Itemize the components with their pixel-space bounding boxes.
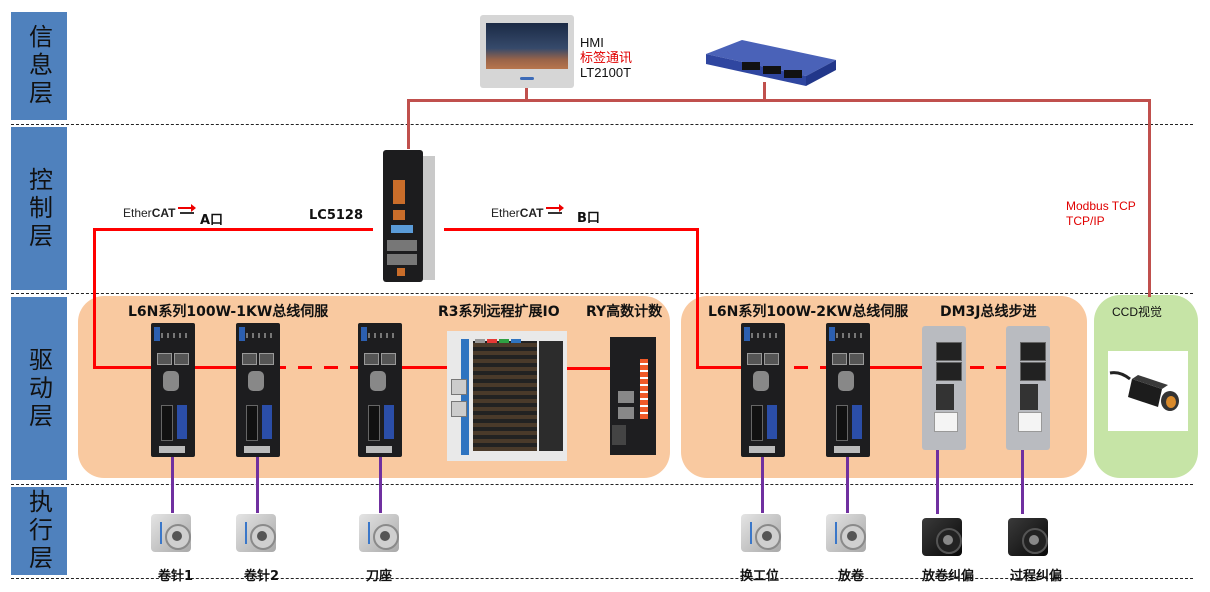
ethernet-bus-line: [407, 99, 1151, 102]
ethercat-arrows-icon: [176, 204, 198, 216]
ethercat-link-servo3-io: [390, 366, 462, 369]
ethercat-b-line-vertical: [696, 228, 699, 368]
port-a-label: A口: [200, 213, 224, 228]
protocol-line1: Modbus TCP: [1066, 199, 1136, 213]
servo-drive: [151, 323, 195, 457]
protocol-label: Modbus TCP TCP/IP: [1066, 199, 1136, 229]
layer-label-text: 控制层: [24, 166, 53, 251]
motor-label: 卷针1: [158, 569, 194, 584]
ethercat-a-line-to-servo1: [93, 366, 163, 369]
counter-module: [610, 337, 656, 455]
layer-label-drive: 驱动层: [11, 297, 67, 480]
ethercat-link-servo5-stepper1: [858, 366, 940, 369]
layer-divider: [11, 124, 1193, 125]
layer-label-info: 信息层: [11, 12, 67, 120]
hmi-model: LT2100T: [580, 65, 632, 80]
remote-io-title: R3系列远程扩展IO: [438, 304, 560, 320]
layer-divider: [11, 293, 1193, 294]
motor-label: 刀座: [366, 569, 393, 584]
ethercat-link-dashed: [272, 366, 372, 369]
motor-cable: [171, 457, 174, 513]
motor-label: 放卷: [838, 569, 865, 584]
motor-label: 放卷纠偏: [922, 569, 975, 584]
servo-motor-icon: [737, 508, 787, 556]
servo-drive: [236, 323, 280, 457]
layer-label-control: 控制层: [11, 127, 67, 290]
servo-motor-icon: [355, 508, 405, 556]
ethercat-prefix: Ether: [491, 206, 520, 220]
counter-title: RY高数计数: [586, 304, 663, 320]
stepper-drive: [922, 326, 966, 450]
ethercat-link-servo1-servo2: [180, 366, 252, 369]
motor-cable: [936, 450, 939, 514]
motor-cable: [761, 457, 764, 513]
ethercat-bold: CAT: [519, 206, 544, 220]
controller-label: LC5128: [309, 208, 364, 223]
layer-label-execute: 执行层: [11, 487, 67, 575]
ethernet-controller-drop: [407, 99, 410, 149]
ethercat-b-line-to-servo4: [696, 366, 754, 369]
motor-cable: [1021, 450, 1024, 514]
servo-motor-icon: [822, 508, 872, 556]
hmi-line2: 标签通讯: [580, 50, 633, 65]
motor-label: 换工位: [740, 569, 780, 584]
layer-divider: [11, 484, 1193, 485]
protocol-line2: TCP/IP: [1066, 214, 1105, 228]
ethercat-prefix: Ether: [123, 206, 152, 220]
ethercat-link-dashed: [768, 366, 838, 369]
stepper-motor-icon: [918, 512, 968, 560]
layer-label-text: 信息层: [24, 24, 53, 108]
ethercat-logo-a: EtherCAT: [123, 204, 198, 220]
stepper-drive: [1006, 326, 1050, 450]
servo-motor-icon: [232, 508, 282, 556]
vision-title: CCD视觉: [1112, 305, 1162, 319]
port-b-label: B口: [577, 211, 600, 226]
ethercat-arrows-icon: [544, 204, 566, 216]
layer-label-text: 驱动层: [24, 346, 53, 431]
servo-drive: [741, 323, 785, 457]
servo-group-b-title: L6N系列100W-2KW总线伺服: [708, 304, 909, 320]
ccd-camera-icon: [1108, 351, 1188, 431]
network-switch-icon: [706, 40, 836, 86]
controller-lc5128: [383, 150, 435, 282]
ethernet-vision-drop: [1148, 99, 1151, 297]
ethercat-link-dashed: [944, 366, 1024, 369]
stepper-motor-icon: [1004, 512, 1054, 560]
stepper-group-title: DM3J总线步进: [940, 304, 1037, 320]
layer-divider: [11, 578, 1193, 579]
hmi-device: [480, 15, 574, 88]
motor-cable: [379, 457, 382, 513]
ethernet-switch-drop: [763, 82, 766, 101]
servo-motor-icon: [147, 508, 197, 556]
ethercat-link-io-counter: [549, 367, 621, 370]
ethercat-bold: CAT: [151, 206, 176, 220]
hmi-screen: [486, 23, 568, 69]
motor-cable: [256, 457, 259, 513]
servo-drive: [358, 323, 402, 457]
ethernet-hmi-drop: [525, 88, 528, 101]
hmi-line1: HMI: [580, 35, 604, 50]
motor-cable: [846, 457, 849, 513]
ethercat-a-line-top: [93, 228, 373, 231]
servo-drive: [826, 323, 870, 457]
servo-group-a-title: L6N系列100W-1KW总线伺服: [128, 304, 329, 320]
motor-label: 卷针2: [244, 569, 280, 584]
ethercat-b-line-top: [444, 228, 698, 231]
motor-label: 过程纠偏: [1010, 569, 1063, 584]
ethercat-logo-b: EtherCAT: [491, 204, 566, 220]
hmi-label: HMI 标签通讯 LT2100T: [580, 35, 632, 80]
layer-label-text: 执行层: [24, 489, 53, 573]
ethercat-a-line-vertical: [93, 228, 96, 368]
remote-io-module: [447, 331, 567, 461]
hmi-logo-icon: [520, 77, 534, 80]
